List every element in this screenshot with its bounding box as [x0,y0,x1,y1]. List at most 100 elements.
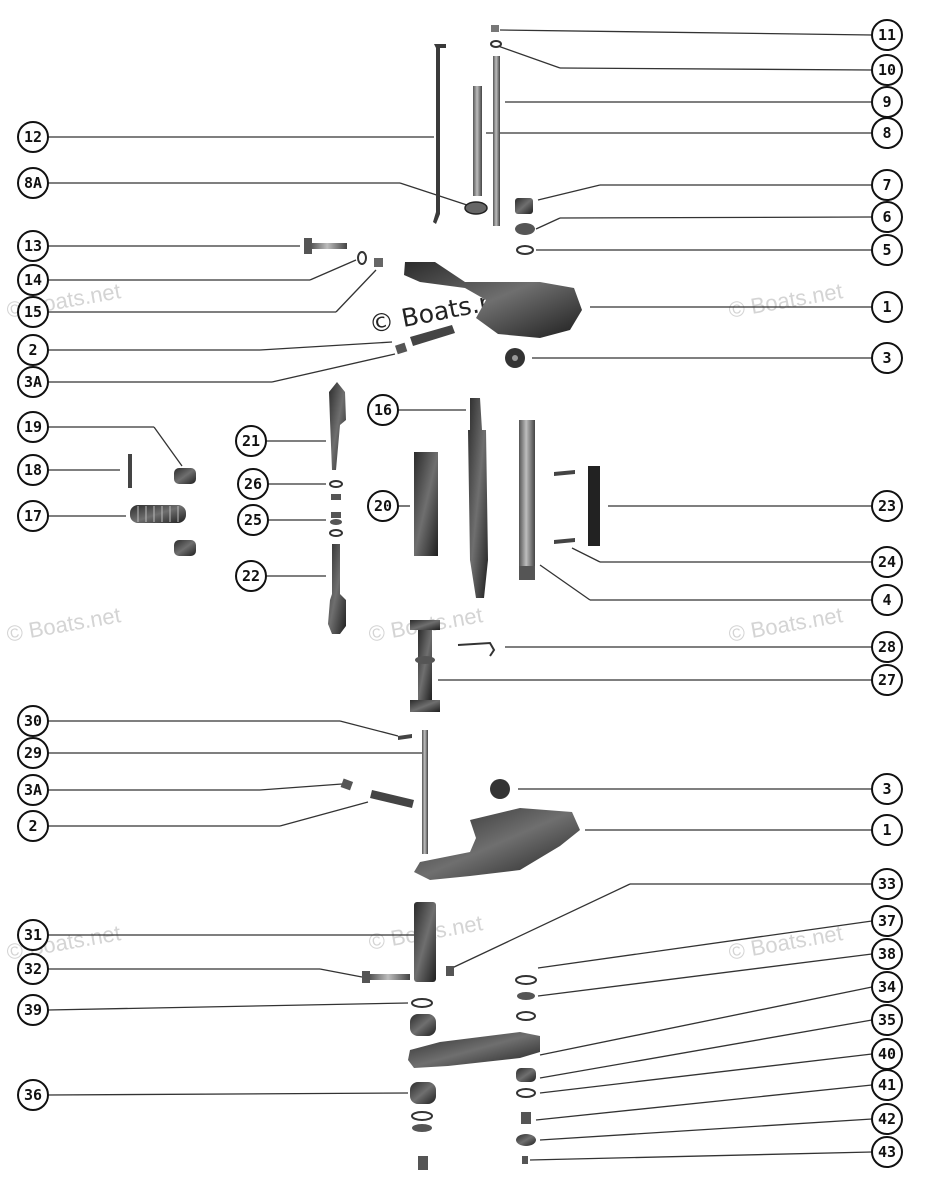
shaft-22 [328,544,346,634]
bolt-41 [521,1112,531,1124]
callout-40: 40 [878,1045,896,1063]
callout-17: 17 [24,507,42,525]
bolt-32 [370,974,410,980]
bracket-1-top [404,262,582,338]
callout-25: 25 [244,511,262,529]
callout-3a-top: 3A [24,373,42,391]
part-33 [446,966,454,976]
washer-38 [517,992,535,1000]
callout-3a-bottom: 3A [24,781,42,799]
callout-39: 39 [24,1001,42,1019]
callout-42: 42 [878,1110,896,1128]
pin-18 [128,454,132,488]
callout-13: 13 [24,237,42,255]
washer-39 [411,998,433,1008]
tube-31 [414,902,436,982]
callout-3-bottom: 3 [882,780,891,798]
callout-30: 30 [24,712,42,730]
shaft-21 [329,382,346,470]
callout-32: 32 [24,960,42,978]
callout-15: 15 [24,303,42,321]
bushing-7 [515,198,533,214]
nut-3a-top [395,342,408,355]
callout-28: 28 [878,638,896,656]
screw-43 [522,1156,528,1164]
leader-lines [46,29,873,1161]
rod-8 [473,86,482,196]
rod-12 [433,44,446,224]
callout-1-top: 1 [882,298,891,316]
callout-4: 4 [882,591,891,609]
callout-8a: 8A [24,174,42,192]
cap-42 [516,1134,536,1146]
washer-8a [464,201,488,215]
callout-21: 21 [242,432,260,450]
bolt-32-head [362,971,370,983]
callout-2-bottom: 2 [28,817,37,835]
callout-24: 24 [878,553,896,571]
clip-28 [457,641,496,657]
lever-34 [408,1032,540,1068]
washer-14 [357,251,367,265]
washer-10 [490,40,502,48]
callout-26: 26 [244,475,262,493]
callout-10: 10 [878,61,896,79]
washer-40 [516,1088,536,1098]
nut-3a-bottom [340,778,354,791]
callout-22: 22 [242,567,260,585]
callout-23: 23 [878,497,896,515]
callout-27: 27 [878,671,896,689]
rod-29 [422,730,428,854]
sleeve-20 [414,452,438,556]
callout-37: 37 [878,912,896,930]
callout-16: 16 [374,401,392,419]
callout-14: 14 [24,271,42,289]
callout-34: 34 [878,978,896,996]
part-25 [331,512,341,518]
callout-43: 43 [878,1143,896,1161]
pin-24a [554,470,575,476]
nut-11 [491,25,499,32]
pin-24 [554,538,575,544]
nut-15 [374,258,383,267]
callout-circles [17,19,903,1168]
washer-5 [516,245,534,255]
callout-18: 18 [24,461,42,479]
callout-9: 9 [882,93,891,111]
pin-30 [398,734,412,740]
washer-3-bottom [490,779,510,799]
bolt-13 [311,243,347,249]
callout-41: 41 [878,1076,896,1094]
callout-1-bottom: 1 [882,821,891,839]
rod-9 [493,56,500,226]
ring-26 [329,480,343,488]
callout-20: 20 [374,497,392,515]
callout-7: 7 [882,176,891,194]
rod-23 [588,466,600,546]
callout-31: 31 [24,926,42,944]
callout-5: 5 [882,241,891,259]
washer-37 [515,975,537,985]
callout-38: 38 [878,945,896,963]
bolt-27 [410,620,440,630]
callout-2-top: 2 [28,341,37,359]
tube-4 [519,420,535,580]
callout-33: 33 [878,875,896,893]
shaft-16 [468,398,488,598]
callout-19: 19 [24,418,42,436]
sleeve-19b [174,540,196,556]
callout-12: 12 [24,128,42,146]
callout-35: 35 [878,1011,896,1029]
callout-8: 8 [882,124,891,142]
bolt-13-head [304,238,312,254]
callout-11: 11 [878,26,896,44]
callout-36: 36 [24,1086,42,1104]
sleeve-19 [174,468,196,484]
bracket-1-bottom [414,808,580,880]
washer-6 [515,223,535,235]
callout-6: 6 [882,208,891,226]
callout-3-top: 3 [882,349,891,367]
bushing-36 [410,1082,436,1104]
